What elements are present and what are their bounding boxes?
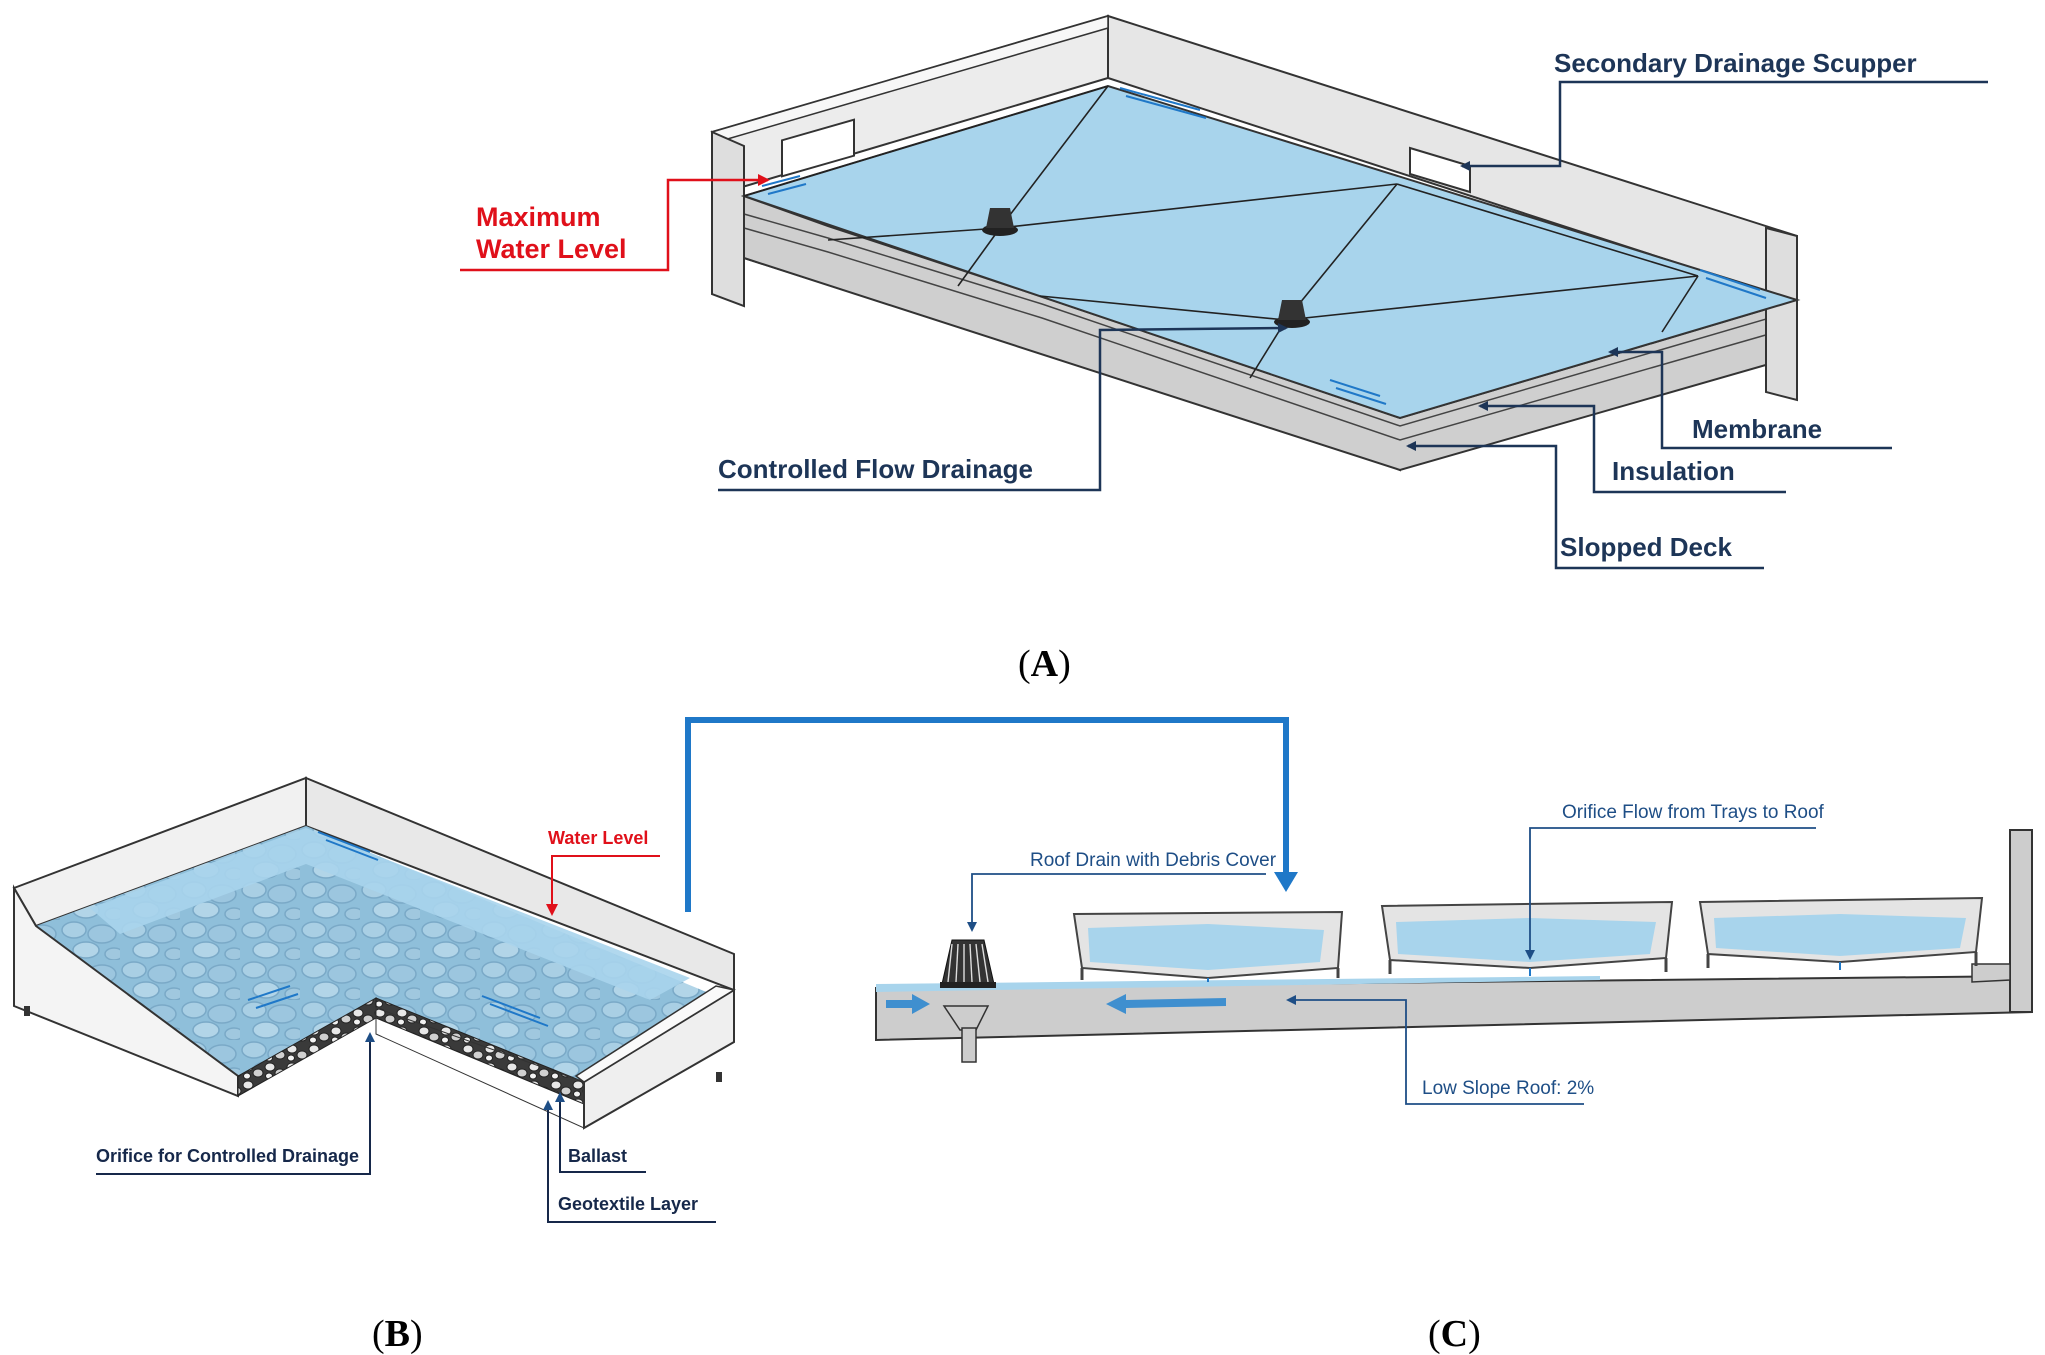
label-roof-drain: Roof Drain with Debris Cover bbox=[967, 850, 1277, 932]
ballast-label: Ballast bbox=[568, 1146, 627, 1166]
panel-c-section-diagram: Roof Drain with Debris Cover Orifice Flo… bbox=[875, 802, 2033, 1355]
max-water-level-label-line1: Maximum bbox=[476, 202, 601, 232]
tray-water-surface bbox=[90, 828, 690, 1000]
orifice-label: Orifice for Controlled Drainage bbox=[96, 1146, 359, 1166]
max-water-level-label-line2: Water Level bbox=[476, 234, 627, 264]
membrane-label: Membrane bbox=[1692, 414, 1822, 444]
roof-drain-debris-cover-icon bbox=[940, 939, 996, 1063]
scupper-left bbox=[781, 118, 855, 178]
label-geotextile: Geotextile Layer bbox=[543, 1100, 716, 1223]
roof-drain-label: Roof Drain with Debris Cover bbox=[1030, 850, 1277, 871]
flow-arrow-into-drain bbox=[886, 994, 930, 1014]
panel-a-caption: (A) bbox=[1018, 643, 1071, 685]
tray-1 bbox=[1072, 910, 1344, 982]
panel-c-caption: (C) bbox=[1428, 1313, 1481, 1355]
geotextile-label: Geotextile Layer bbox=[558, 1194, 698, 1214]
tray-3 bbox=[1698, 896, 1984, 970]
insulation-label: Insulation bbox=[1612, 456, 1735, 486]
panel-a-roof-diagram: Secondary Drainage Scupper Maximum Water… bbox=[460, 14, 1988, 685]
tray-foot bbox=[24, 1006, 30, 1016]
tray-front-right-top bbox=[574, 985, 736, 1083]
label-slopped-deck: Slopped Deck bbox=[1406, 441, 1764, 570]
slopped-deck-label: Slopped Deck bbox=[1560, 532, 1732, 562]
low-slope-label: Low Slope Roof: 2% bbox=[1422, 1078, 1594, 1099]
parapet-wall bbox=[2009, 829, 2033, 1013]
membrane-line bbox=[743, 213, 1798, 427]
tray-2 bbox=[1380, 900, 1674, 976]
label-membrane: Membrane bbox=[1608, 347, 1892, 450]
right-column bbox=[1765, 226, 1798, 402]
tray-water-reflections bbox=[247, 831, 549, 1027]
controlled-flow-label: Controlled Flow Drainage bbox=[718, 454, 1033, 484]
connector-arrowhead bbox=[1274, 872, 1298, 892]
label-water-level-b: Water Level bbox=[546, 828, 660, 916]
panel-b-caption: (B) bbox=[372, 1313, 423, 1355]
flow-arrow-along-roof bbox=[1106, 994, 1226, 1014]
tray-right-cut-face bbox=[375, 1007, 585, 1129]
label-orifice: Orifice for Controlled Drainage bbox=[96, 1032, 375, 1175]
label-secondary-scupper: Secondary Drainage Scupper bbox=[1460, 48, 1988, 171]
label-low-slope: Low Slope Roof: 2% bbox=[1286, 995, 1594, 1105]
scupper-right bbox=[1409, 146, 1471, 194]
roof-water-film bbox=[876, 976, 1600, 992]
label-orifice-flow: Orifice Flow from Trays to Roof bbox=[1525, 802, 1825, 960]
water-level-label: Water Level bbox=[548, 828, 648, 848]
roof-drain-1-icon bbox=[982, 208, 1018, 236]
panel-b-tray-diagram: Water Level Orifice for Controlled Drain… bbox=[12, 776, 736, 1355]
insulation-line bbox=[743, 227, 1798, 441]
parapet-base bbox=[1971, 963, 2011, 983]
label-insulation: Insulation bbox=[1478, 401, 1786, 494]
panel-connector-arrow bbox=[685, 717, 1289, 912]
label-max-water-level: Maximum Water Level bbox=[460, 174, 770, 272]
roof-valley-lines bbox=[743, 85, 1699, 379]
left-column bbox=[711, 130, 745, 308]
label-ballast: Ballast bbox=[555, 1092, 646, 1173]
label-controlled-flow: Controlled Flow Drainage bbox=[718, 323, 1288, 492]
tray-foot bbox=[716, 1072, 722, 1082]
orifice-flow-label: Orifice Flow from Trays to Roof bbox=[1562, 802, 1825, 823]
secondary-scupper-label: Secondary Drainage Scupper bbox=[1554, 48, 1917, 78]
